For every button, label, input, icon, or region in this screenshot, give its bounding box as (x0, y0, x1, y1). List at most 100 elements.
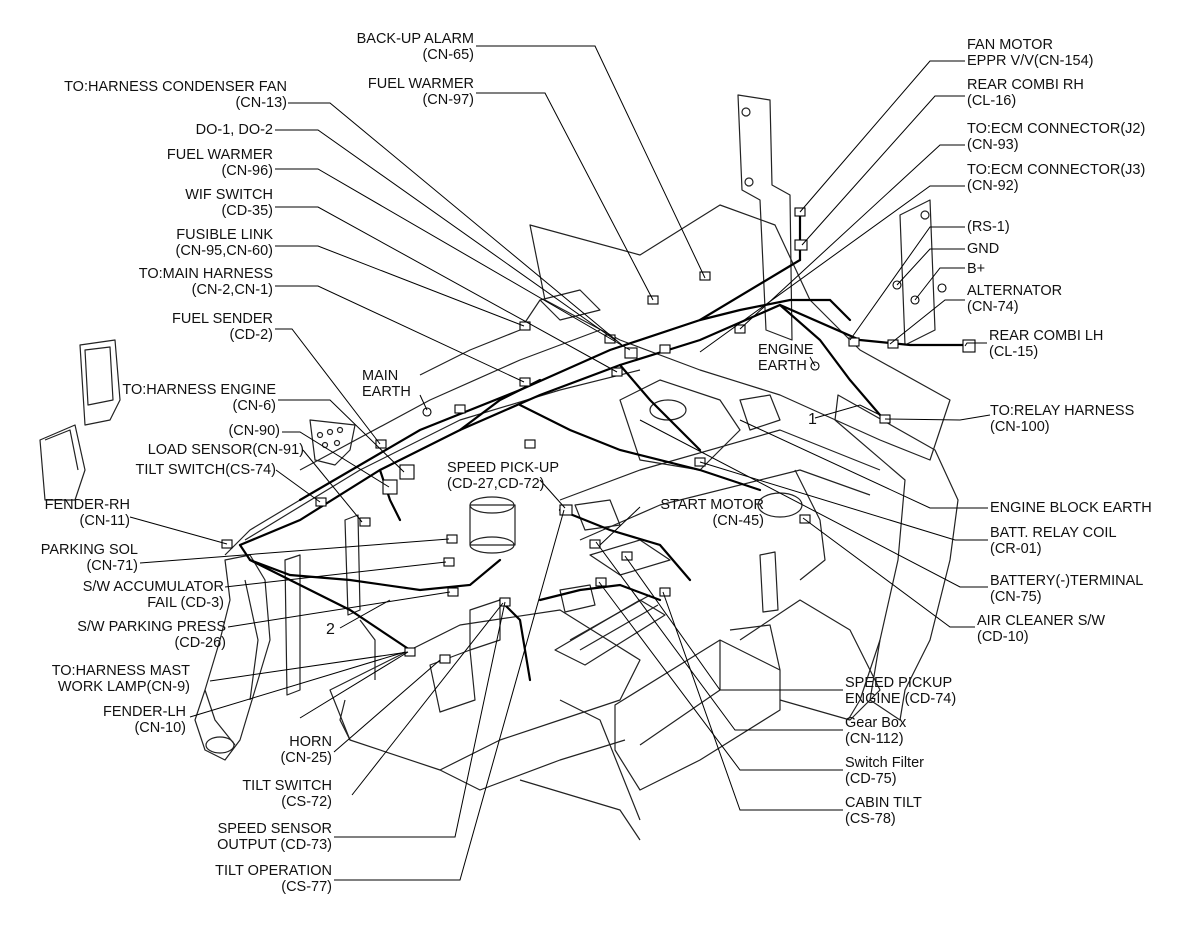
callout-tilt-switch-cs72-name: TILT SWITCH (242, 778, 332, 794)
callout-wif-switch-code: (CD-35) (221, 203, 273, 219)
callout-gear-box-name: Gear Box (845, 715, 907, 731)
callout-fan-motor-code: EPPR V/V(CN-154) (967, 53, 1094, 69)
leader-lines (129, 45, 991, 881)
callout-switch-filter-name: Switch Filter (845, 755, 924, 771)
callout-sw-accumulator-code: FAIL (CD-3) (147, 595, 224, 611)
callout-fusible-link: FUSIBLE LINK (CN-95,CN-60) (176, 227, 274, 259)
callout-backup-alarm-code: (CN-65) (422, 47, 474, 63)
callout-air-cleaner: AIR CLEANER S/W (CD-10) (977, 613, 1105, 645)
callout-harness-condenser-fan-code: (CN-13) (235, 95, 287, 111)
callout-harness-condenser-fan-name: TO:HARNESS CONDENSER FAN (64, 79, 287, 95)
callout-main-harness-code: (CN-2,CN-1) (191, 282, 273, 298)
callout-cabin-tilt-code: (CS-78) (845, 811, 896, 827)
callout-engine-earth-line2: EARTH (758, 358, 807, 374)
callout-speed-pickup-code: (CD-27,CD-72) (447, 476, 545, 492)
callout-sw-parking-press-code: (CD-26) (174, 635, 226, 651)
callout-speed-pickup-name: SPEED PICK-UP (447, 460, 559, 476)
callout-gnd-name: GND (967, 241, 1000, 257)
callout-main-earth-line2: EARTH (362, 384, 411, 400)
callout-gear-box-code: (CN-112) (845, 731, 904, 747)
marker-2: 2 (326, 622, 335, 638)
callout-speed-pickup: SPEED PICK-UP (CD-27,CD-72) (447, 460, 559, 492)
callout-horn: HORN (CN-25) (280, 734, 332, 766)
callout-gear-box: Gear Box (CN-112) (845, 715, 906, 747)
callout-ecm-j2-name: TO:ECM CONNECTOR(J2) (967, 121, 1146, 137)
callout-start-motor-name: START MOTOR (660, 497, 764, 513)
callout-battery-terminal-name: BATTERY(-)TERMINAL (990, 573, 1144, 589)
callout-fender-lh-name: FENDER-LH (103, 704, 186, 720)
callout-speed-pickup-engine: SPEED PICKUP ENGINE (CD-74) (845, 675, 956, 707)
callout-speed-sensor-output: SPEED SENSOR OUTPUT (CD-73) (217, 821, 332, 853)
callout-do1-do2-name: DO-1, DO-2 (195, 122, 273, 138)
callout-fender-rh-code: (CN-11) (79, 513, 130, 529)
callout-sw-parking-press: S/W PARKING PRESS (CD-26) (77, 619, 226, 651)
callout-alternator-name: ALTERNATOR (967, 283, 1063, 299)
callout-tilt-operation-name: TILT OPERATION (215, 863, 332, 879)
callout-batt-relay-coil-code: (CR-01) (990, 541, 1042, 557)
callout-ecm-j3-code: (CN-92) (967, 178, 1019, 194)
callout-rear-combi-lh-code: (CL-15) (989, 344, 1039, 360)
callout-wif-switch: WIF SWITCH (CD-35) (185, 187, 273, 219)
callout-fan-motor: FAN MOTOR EPPR V/V(CN-154) (967, 37, 1094, 69)
callout-fuel-warmer-top: FUEL WARMER (CN-97) (368, 76, 474, 108)
callout-relay-harness-code: (CN-100) (990, 419, 1050, 435)
callout-tilt-switch-cs74: TILT SWITCH(CS-74) (136, 462, 276, 478)
callout-rs1: (RS-1) (967, 219, 1010, 235)
callout-cn90-code: (CN-90) (228, 423, 280, 439)
callout-harness-engine-name: TO:HARNESS ENGINE (122, 382, 276, 398)
callout-cabin-tilt-name: CABIN TILT (845, 795, 922, 811)
callout-start-motor-code: (CN-45) (712, 513, 764, 529)
callout-fuel-warmer-left-name: FUEL WARMER (166, 147, 273, 163)
callout-engine-block-earth: ENGINE BLOCK EARTH (990, 500, 1152, 516)
callout-switch-filter: Switch Filter (CD-75) (845, 755, 924, 787)
callout-fusible-link-code: (CN-95,CN-60) (175, 243, 274, 259)
marker-1-text: 1 (808, 411, 817, 428)
callout-ecm-j3: TO:ECM CONNECTOR(J3) (CN-92) (967, 162, 1145, 194)
callout-parking-sol: PARKING SOL (CN-71) (41, 542, 138, 574)
callout-alternator-code: (CN-74) (967, 299, 1019, 315)
callout-wif-switch-name: WIF SWITCH (185, 187, 273, 203)
callout-tilt-switch-cs72-code: (CS-72) (281, 794, 332, 810)
callout-switch-filter-code: (CD-75) (845, 771, 897, 787)
callout-battery-terminal: BATTERY(-)TERMINAL (CN-75) (990, 573, 1143, 605)
callout-speed-sensor-output-code: OUTPUT (CD-73) (217, 837, 332, 853)
callout-sw-accumulator: S/W ACCUMULATOR FAIL (CD-3) (83, 579, 224, 611)
callout-cn90: (CN-90) (228, 423, 280, 439)
callout-speed-pickup-engine-name: SPEED PICKUP (845, 675, 953, 691)
callout-harness-mast-name: TO:HARNESS MAST (51, 663, 190, 679)
callout-engine-earth: ENGINE EARTH (758, 342, 814, 374)
callout-parking-sol-code: (CN-71) (86, 558, 138, 574)
callout-tilt-operation-code: (CS-77) (281, 879, 332, 895)
callout-fuel-warmer-top-name: FUEL WARMER (367, 76, 474, 92)
callout-sw-parking-press-name: S/W PARKING PRESS (77, 619, 226, 635)
callout-fusible-link-name: FUSIBLE LINK (176, 227, 273, 243)
callout-batt-relay-coil: BATT. RELAY COIL (CR-01) (990, 525, 1117, 557)
callout-fuel-sender-name: FUEL SENDER (172, 311, 273, 327)
callout-parking-sol-name: PARKING SOL (40, 542, 138, 558)
callout-harness-engine: TO:HARNESS ENGINE (CN-6) (122, 382, 276, 414)
callout-harness-condenser-fan: TO:HARNESS CONDENSER FAN (CN-13) (64, 79, 287, 111)
callout-backup-alarm-name: BACK-UP ALARM (356, 31, 474, 47)
callout-fender-lh: FENDER-LH (CN-10) (103, 704, 186, 736)
callout-b-plus-name: B+ (967, 261, 986, 277)
callout-b-plus: B+ (967, 261, 985, 277)
callout-start-motor: START MOTOR (CN-45) (660, 497, 764, 529)
callout-harness-mast: TO:HARNESS MAST WORK LAMP(CN-9) (52, 663, 190, 695)
callout-rear-combi-lh-name: REAR COMBI LH (989, 328, 1104, 344)
callout-speed-sensor-output-name: SPEED SENSOR (217, 821, 332, 837)
callout-ecm-j2-code: (CN-93) (967, 137, 1019, 153)
marker-2-text: 2 (326, 621, 335, 638)
callout-speed-pickup-engine-code: ENGINE (CD-74) (845, 691, 957, 707)
callout-air-cleaner-name: AIR CLEANER S/W (977, 613, 1106, 629)
wire-harness (238, 213, 967, 682)
callout-main-earth-line1: MAIN (362, 368, 399, 384)
callout-rear-combi-rh: REAR COMBI RH (CL-16) (967, 77, 1084, 109)
callout-rear-combi-rh-code: (CL-16) (967, 93, 1017, 109)
callout-ecm-j3-name: TO:ECM CONNECTOR(J3) (967, 162, 1146, 178)
callout-rear-combi-rh-name: REAR COMBI RH (967, 77, 1084, 93)
callout-fuel-sender: FUEL SENDER (CD-2) (172, 311, 273, 343)
callout-gnd: GND (967, 241, 999, 257)
callout-backup-alarm: BACK-UP ALARM (CN-65) (357, 31, 474, 63)
callout-rear-combi-lh: REAR COMBI LH (CL-15) (989, 328, 1103, 360)
